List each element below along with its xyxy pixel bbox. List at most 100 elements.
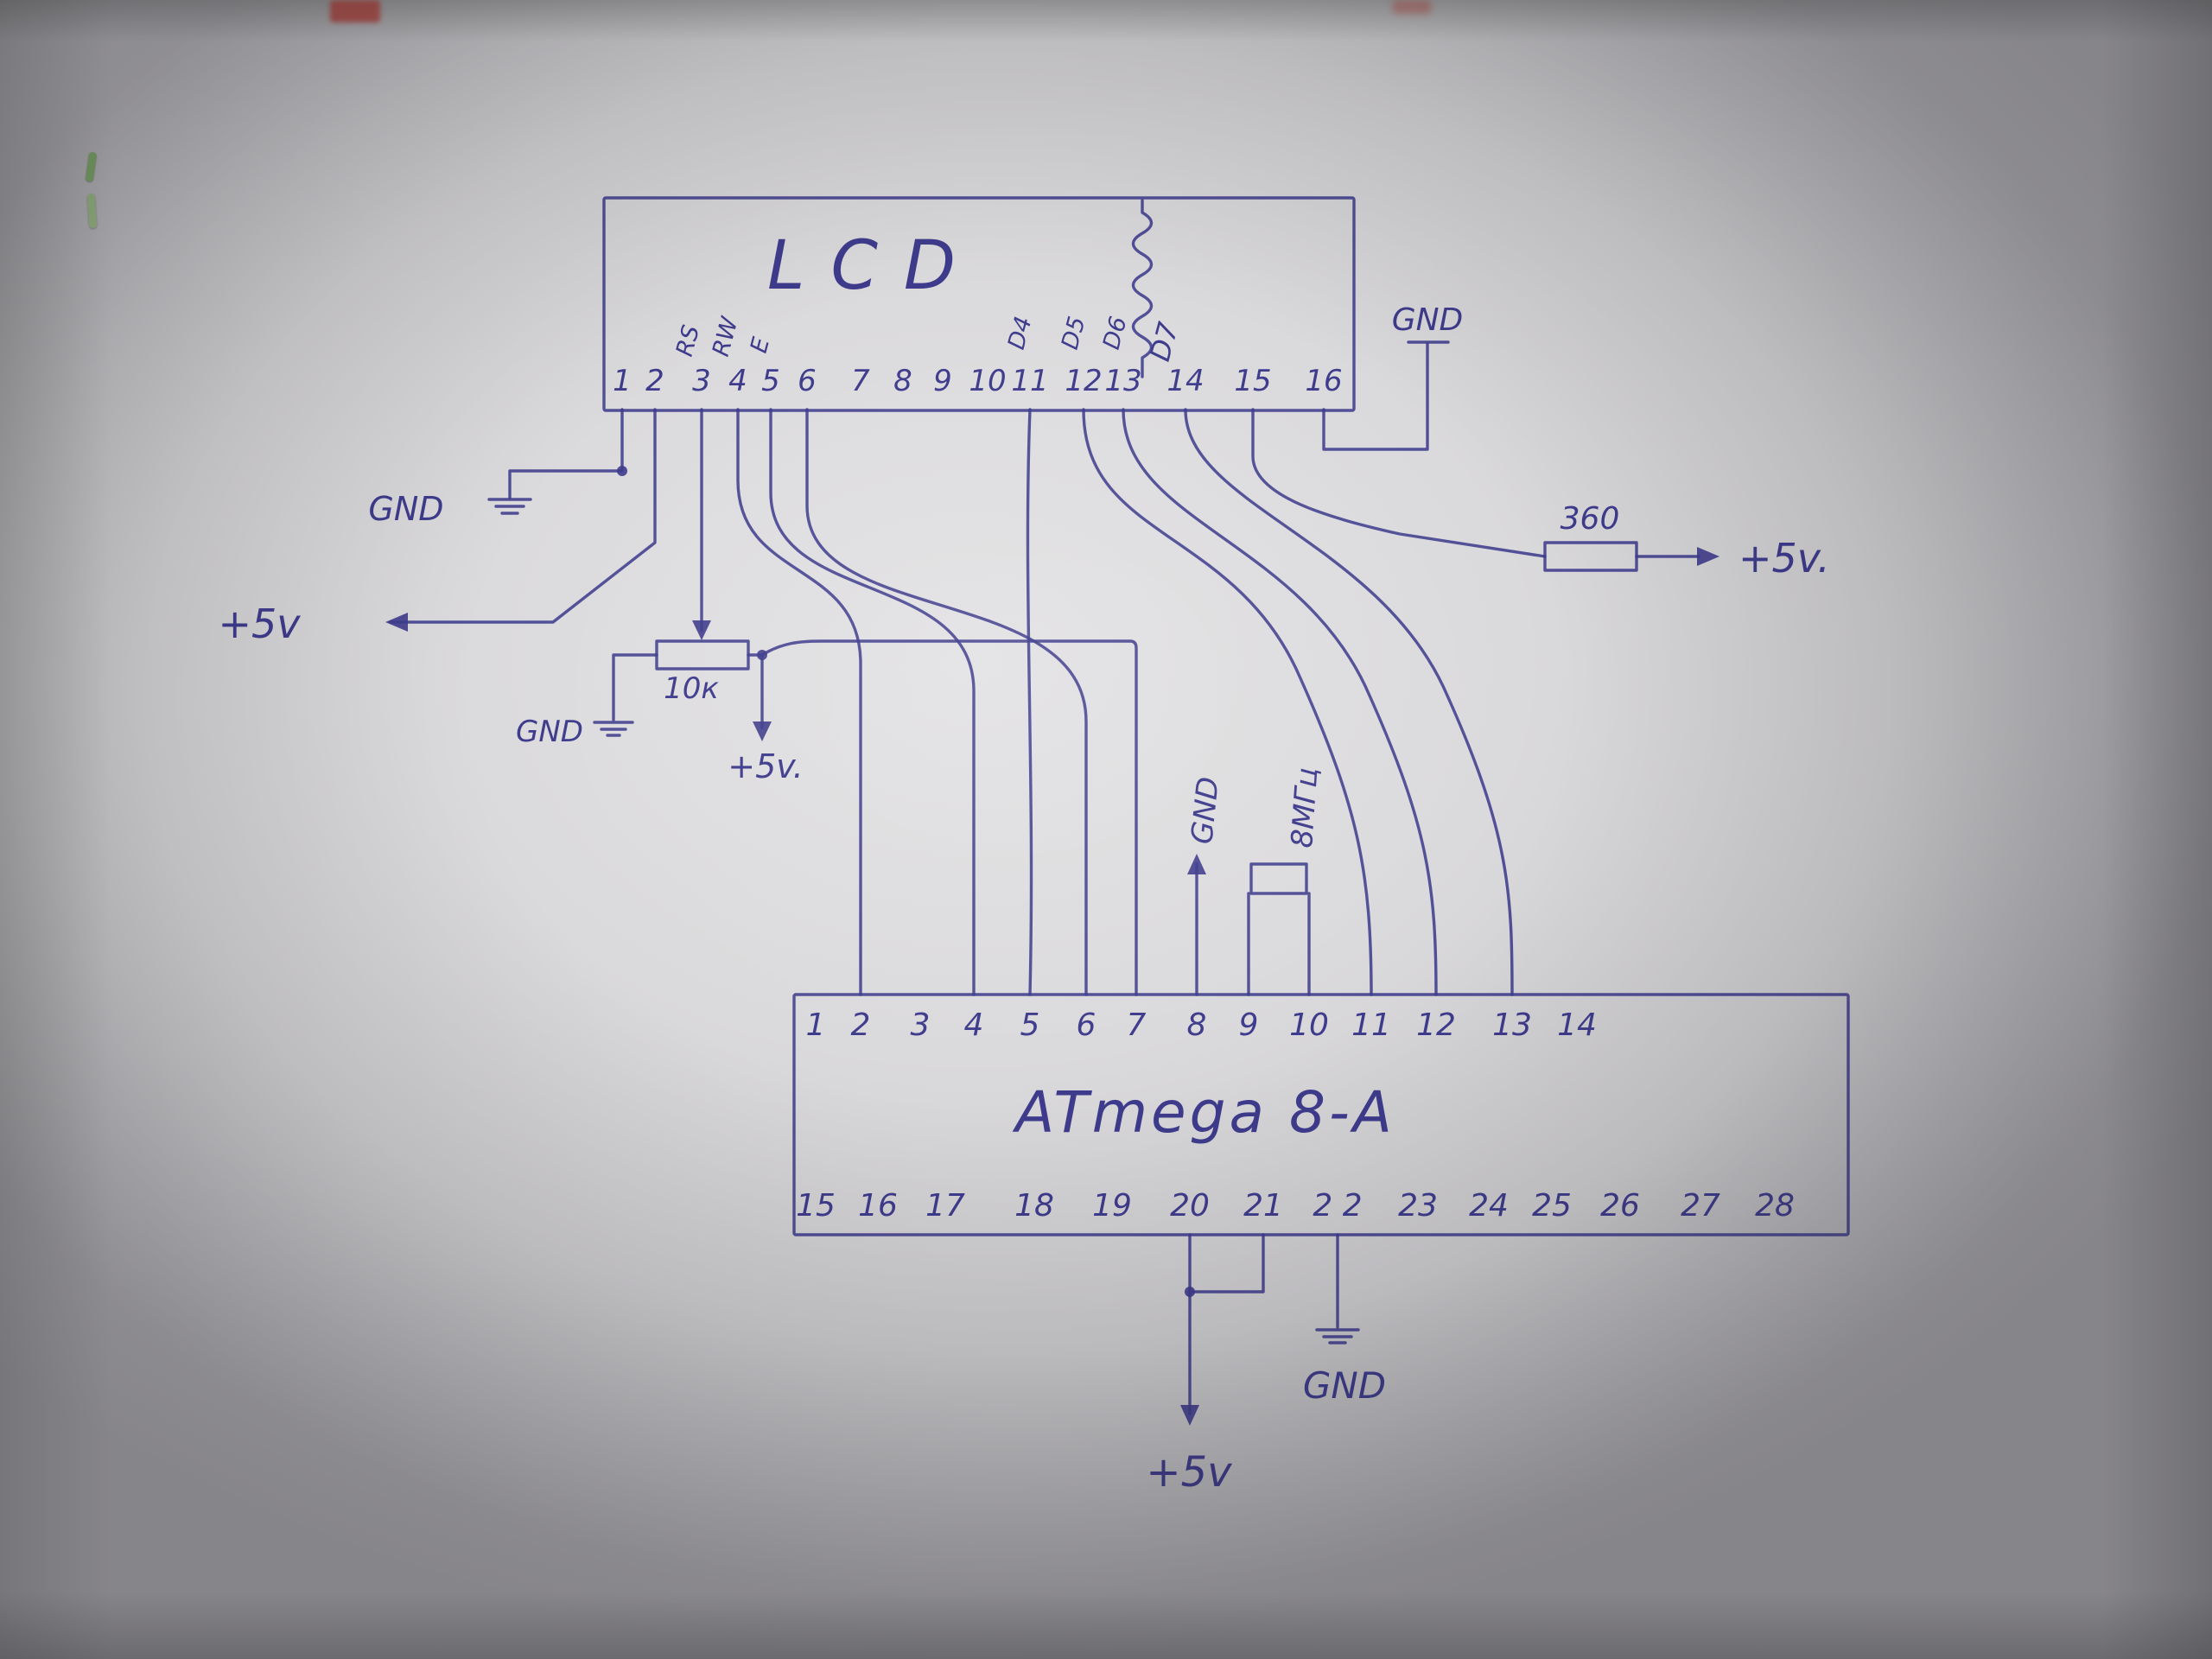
lcd-pin-16: 16 [1305, 364, 1342, 398]
mcu-pin-11: 11 [1351, 1007, 1391, 1043]
arrowhead-5v-bottom [1180, 1405, 1199, 1426]
crystal-body [1249, 862, 1308, 895]
mcu-pin-26: 26 [1600, 1188, 1640, 1224]
wire-lcd11-mcu5 [1026, 408, 1033, 996]
gnd-pot-label: GND [516, 715, 583, 749]
arrowhead-5v-right [1697, 547, 1719, 566]
junction-dot [757, 650, 767, 660]
ground-symbol-pot [593, 721, 634, 737]
lcd-pin-1: 1 [613, 364, 632, 398]
lcd-pin-2: 2 [645, 364, 664, 398]
lcd-pin-label-d5: D5 [1057, 314, 1091, 353]
mcu-pin-6: 6 [1077, 1007, 1096, 1043]
mcu-pin-3: 3 [911, 1007, 931, 1043]
red-mark [1393, 0, 1431, 14]
lcd-pin-5: 5 [761, 364, 780, 398]
lcd-pin-15: 15 [1234, 364, 1271, 398]
mcu-pin-28: 28 [1755, 1188, 1795, 1224]
mcu-pin-21: 21 [1243, 1188, 1283, 1224]
pot-rail-to-mcu7 [760, 639, 1138, 996]
mcu-title: ATmega 8-A [1012, 1079, 1395, 1146]
ground-symbol-bottom [1315, 1328, 1360, 1344]
gnd-mcu-pin8-label: GND [1185, 775, 1226, 846]
mcu-pin-20: 20 [1170, 1188, 1210, 1224]
mcu-pin-12: 12 [1416, 1007, 1456, 1043]
lcd-pin-4: 4 [728, 364, 747, 398]
lcd-pin-14: 14 [1166, 364, 1204, 398]
red-mark [330, 0, 380, 22]
pot-value-label: 10к [664, 671, 719, 706]
wire-lcd14-mcu13 [1184, 408, 1514, 996]
pot-left-lead-gnd [612, 653, 658, 721]
gnd-top-right-label: GND [1392, 302, 1464, 338]
lcd-pin-9: 9 [933, 364, 952, 398]
gnd-bottom-label: GND [1303, 1364, 1386, 1407]
junction-dot [1185, 1287, 1195, 1297]
mcu-pin-9: 9 [1239, 1007, 1259, 1043]
plus5v-right-label: +5v. [1738, 535, 1830, 582]
junction-dot [617, 466, 627, 476]
lcd-pin-label-e: E [746, 334, 775, 356]
mcu-pin-2: 2 [851, 1007, 871, 1043]
gnd-left-label: GND [368, 490, 443, 528]
mcu-pin-25: 25 [1532, 1188, 1572, 1224]
plus5v-bottom-label: +5v [1146, 1448, 1232, 1497]
lcd-pin-11: 11 [1011, 364, 1048, 398]
resistor-360-body [1543, 541, 1638, 572]
arrowhead-5v-pot [753, 721, 772, 741]
mcu-box [792, 993, 1850, 1236]
lcd-pin-12: 12 [1065, 364, 1102, 398]
wire-lcd2-5v [389, 408, 657, 624]
mcu-pin-19: 19 [1092, 1188, 1132, 1224]
mcu-pin-18: 18 [1014, 1188, 1054, 1224]
lcd-pin-6: 6 [798, 364, 817, 398]
wire-lcd13-mcu12 [1122, 408, 1438, 996]
wire-lcd15-resistor [1251, 408, 1547, 558]
wire-lcd5-mcu4 [769, 408, 976, 996]
mcu-pin-10: 10 [1289, 1007, 1329, 1043]
lcd-pin-label-rs: RS [671, 322, 705, 359]
lcd-pin-8: 8 [893, 364, 912, 398]
mcu-pin-4: 4 [964, 1007, 984, 1043]
mcu-pin-8: 8 [1187, 1007, 1207, 1043]
wire-lcd4-mcu2 [736, 408, 862, 996]
crystal-label: 8МГц [1285, 766, 1325, 849]
wire-lcd1-gnd [508, 408, 624, 499]
lcd-pin-13: 13 [1104, 364, 1141, 398]
wire-mcu20-5v [1188, 1233, 1265, 1415]
lcd-title: LCD [767, 227, 982, 305]
mcu-pin-23: 23 [1398, 1188, 1438, 1224]
arrowhead-gnd-mcu8 [1187, 854, 1206, 874]
lcd-pin-label-rw: RW [708, 314, 744, 359]
wire-lcd6-mcu6 [805, 408, 1088, 996]
wire-lcd12-mcu11 [1082, 408, 1373, 996]
mcu-pin-24: 24 [1469, 1188, 1509, 1224]
mcu-pin-22: 2 2 [1313, 1188, 1362, 1224]
mcu-pin-15: 15 [796, 1188, 836, 1224]
lcd-pin-label-d6: D6 [1098, 314, 1133, 353]
lcd-internal-resistor-squiggle [1131, 199, 1154, 378]
arrowhead-5v-left [385, 613, 408, 632]
mcu-pin-14: 14 [1557, 1007, 1597, 1043]
plus5v-pot-label: +5v. [728, 747, 804, 785]
mcu-pin-7: 7 [1127, 1007, 1147, 1043]
lcd-pin-10: 10 [969, 364, 1006, 398]
ground-symbol-left [487, 498, 532, 515]
lcd-pin-label-d4: D4 [1003, 314, 1038, 353]
resistor-value-label: 360 [1560, 501, 1620, 537]
lcd-pin-3: 3 [692, 364, 711, 398]
mcu-pin-16: 16 [858, 1188, 898, 1224]
plus5v-left-label: +5v [218, 601, 301, 647]
lcd-pin-label-d7: D7 [1143, 318, 1185, 365]
mcu-pin-17: 17 [925, 1188, 965, 1224]
mcu-pin-1: 1 [806, 1007, 826, 1043]
lcd-pin-7: 7 [851, 364, 870, 398]
potentiometer-body [655, 639, 750, 671]
mcu-pin-5: 5 [1020, 1007, 1040, 1043]
pot-right-lead [747, 653, 764, 729]
mcu-pin-13: 13 [1492, 1007, 1532, 1043]
wire-lcd16-gnd [1322, 342, 1429, 451]
mcu-pin-27: 27 [1681, 1188, 1720, 1224]
